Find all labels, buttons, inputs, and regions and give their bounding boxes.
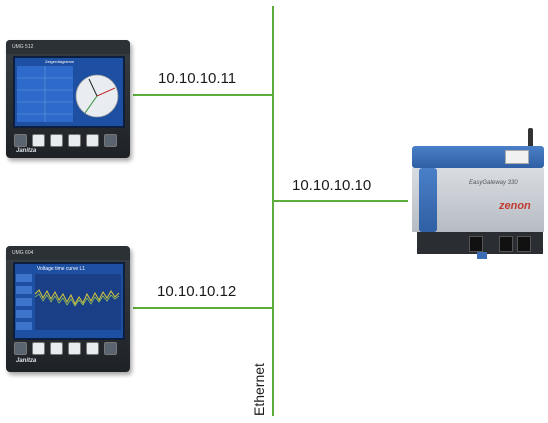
- meter-display-phasor: Zeigerdiagramm: [13, 56, 125, 128]
- meter-button-enter: [104, 342, 117, 355]
- connection-line-gateway: [273, 200, 408, 202]
- screen-title: Voltage time curve L1: [37, 266, 86, 272]
- connection-line-meter-top: [133, 94, 273, 96]
- meter-display-voltage-curve: Voltage time curve L1: [13, 262, 125, 340]
- meter-model-label: UMG 512: [12, 44, 34, 50]
- meter-brand-logo: Janitza: [16, 148, 37, 154]
- port-icon: [469, 236, 483, 252]
- gateway-device: EasyGateway 330 zenon: [407, 128, 547, 260]
- gateway-product-name: EasyGateway 330: [469, 180, 518, 186]
- meter-button-4: [86, 134, 99, 147]
- power-meter-top: UMG 512 Zeigerdiagramm Janitza: [6, 40, 130, 158]
- screen-title: Zeigerdiagramm: [45, 59, 75, 64]
- meter-button-2: [50, 342, 63, 355]
- meter-button-1: [32, 134, 45, 147]
- gateway-brand-logo: zenon: [499, 200, 531, 212]
- din-clip: [477, 252, 487, 259]
- ip-label-gateway: 10.10.10.10: [292, 177, 372, 194]
- meter-button-esc: [14, 342, 27, 355]
- antenna-icon: [528, 128, 533, 150]
- connection-line-meter-bottom: [133, 307, 273, 309]
- meter-button-enter: [104, 134, 117, 147]
- port-icon: [517, 236, 531, 252]
- gateway-sticker: [505, 150, 529, 164]
- meter-button-1: [32, 342, 45, 355]
- ethernet-label: Ethernet: [251, 363, 267, 416]
- power-meter-bottom: UMG 604 Voltage time curve L1 Janitza: [6, 246, 130, 372]
- ethernet-bus-line: [272, 6, 274, 416]
- meter-button-esc: [14, 134, 27, 147]
- meter-brand-logo: Janitza: [16, 358, 37, 364]
- meter-button-4: [86, 342, 99, 355]
- meter-button-3: [68, 342, 81, 355]
- meter-button-3: [68, 134, 81, 147]
- ip-label-meter-top: 10.10.10.11: [158, 70, 237, 87]
- meter-model-label: UMG 604: [12, 250, 34, 256]
- ip-label-meter-bottom: 10.10.10.12: [157, 283, 237, 300]
- voltage-waveform: [16, 274, 121, 330]
- meter-button-2: [50, 134, 63, 147]
- phasor-diagram: [17, 66, 119, 122]
- port-icon: [499, 236, 513, 252]
